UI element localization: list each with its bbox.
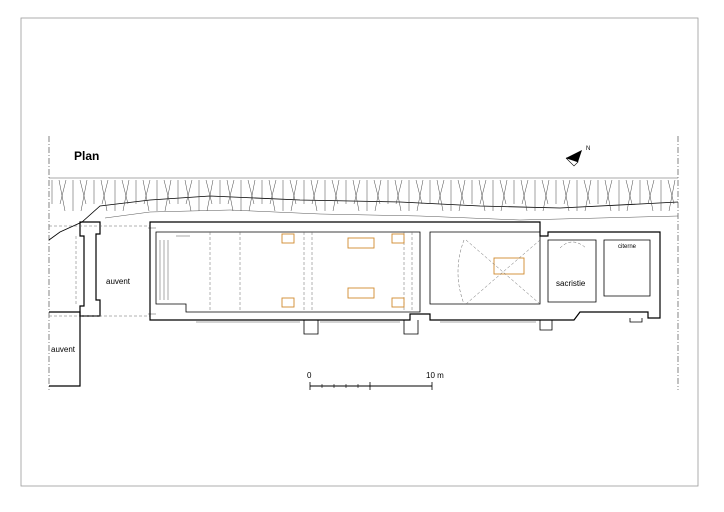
entrance-steps	[159, 235, 190, 300]
room-label-citerne: citerne	[618, 244, 637, 250]
room-label-auvent-lower: auvent	[51, 345, 76, 354]
nave-walls	[149, 221, 661, 321]
north-arrow-icon: N	[565, 146, 590, 167]
scale-start-label: 0	[307, 371, 312, 380]
terrain-hatch	[48, 177, 679, 241]
buttresses	[196, 318, 643, 335]
north-label: N	[586, 146, 590, 152]
choir-vault	[457, 239, 541, 305]
plan-title: Plan	[74, 149, 99, 163]
sacristie-room	[547, 239, 597, 303]
citerne-room	[603, 239, 651, 297]
auvent-lower	[49, 311, 81, 387]
pier-bases	[281, 233, 525, 308]
sheet-frame	[20, 17, 699, 487]
auvent-porch	[49, 221, 156, 317]
room-label-sacristie: sacristie	[556, 279, 586, 288]
bay-lines	[209, 232, 413, 312]
scale-end-label: 10 m	[426, 371, 444, 380]
scale-bar	[309, 382, 433, 390]
room-label-auvent: auvent	[106, 277, 131, 286]
